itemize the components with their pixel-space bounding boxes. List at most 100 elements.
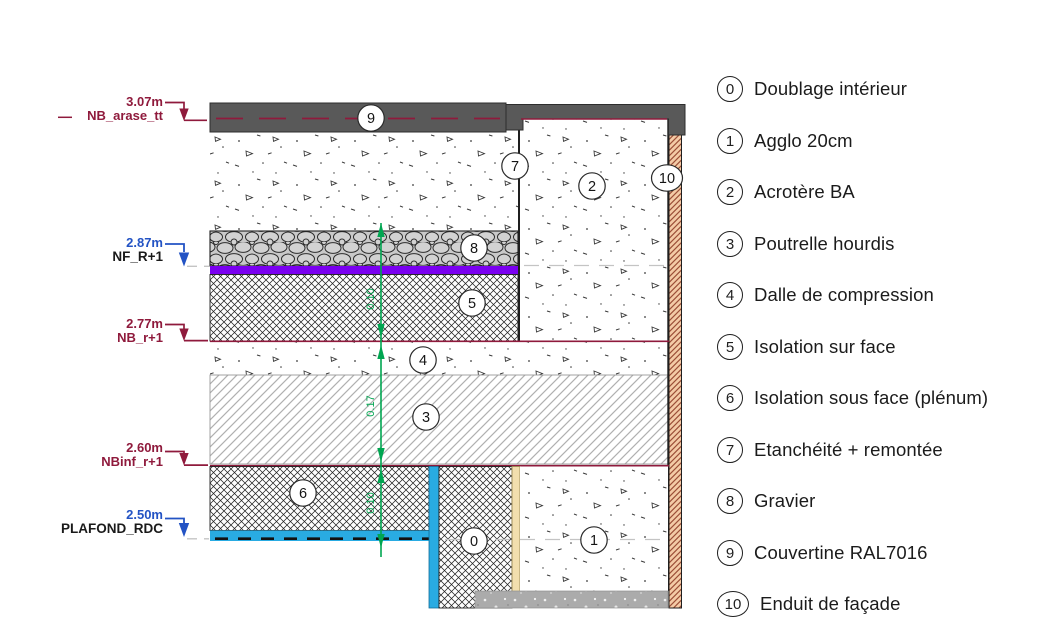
legend-label: Agglo 20cm [754, 130, 853, 151]
waterproofing-membrane [210, 266, 518, 275]
level-value: 2.77m [126, 316, 163, 331]
legend-number: 2 [725, 183, 735, 201]
coping-right-cap [505, 104, 686, 136]
legend-circle: 3 [717, 231, 743, 257]
level-marker-2-50: 2.50m PLAFOND_RDC [38, 507, 163, 537]
legend-label: Etanchéité + remontée [754, 439, 943, 460]
level-marker-3-07: 3.07m NB_arase_tt [38, 94, 163, 124]
legend-item-9: 9 Couvertine RAL7016 [717, 540, 928, 566]
legend-number: 5 [725, 338, 735, 356]
legend-circle: 6 [717, 385, 743, 411]
dim-arrow-down [377, 324, 385, 338]
dimension-value: 0.17 [365, 395, 377, 416]
callout-number: 4 [419, 353, 427, 369]
callout-number: 3 [422, 410, 430, 426]
callout-circle-8 [460, 234, 488, 262]
legend-circle: 2 [717, 179, 743, 205]
legend-number: 1 [725, 132, 735, 150]
legend-label: Couvertine RAL7016 [754, 542, 928, 563]
legend-circle: 7 [717, 437, 743, 463]
legend-item-0: 0 Doublage intérieur [717, 76, 907, 102]
callout-number: 9 [367, 111, 375, 127]
callout-number: 10 [659, 171, 675, 187]
level-label: NB_arase_tt [87, 108, 163, 124]
legend-number: 8 [725, 492, 735, 510]
legend-label: Isolation sous face (plénum) [754, 387, 989, 408]
level-arrow [179, 453, 189, 466]
legend-item-6: 6 Isolation sous face (plénum) [717, 385, 988, 411]
compression-slab-layer [210, 342, 669, 375]
legend-label: Acrotère BA [754, 181, 855, 202]
liner-strip [511, 466, 521, 592]
callout-number: 5 [468, 296, 476, 312]
level-value: 2.60m [126, 440, 163, 455]
level-arrow [178, 523, 190, 537]
dim-arrow-down [377, 534, 385, 548]
level-marker-2-87: 2.87m NF_R+1 [38, 235, 163, 265]
legend-number: 6 [725, 389, 735, 407]
callout-circle-1 [580, 526, 608, 554]
level-arrow [178, 252, 190, 267]
legend-number: 4 [725, 286, 735, 304]
dim-arrow-up [377, 223, 385, 237]
level-label: PLAFOND_RDC [60, 521, 163, 537]
legend-number: 7 [725, 441, 735, 459]
level-label: NB_r+1 [117, 330, 163, 346]
legend-circle: 10 [717, 591, 749, 617]
callout-circle-9 [357, 104, 385, 132]
facade-render-strip [668, 132, 682, 609]
callout-circle-4 [409, 346, 437, 374]
legend-item-7: 7 Etanchéité + remontée [717, 437, 943, 463]
legend-item-8: 8 Gravier [717, 488, 815, 514]
legend-label: Isolation sur face [754, 336, 896, 357]
callout-number: 2 [588, 179, 596, 195]
callout-circle-6 [289, 479, 317, 507]
legend-label: Gravier [754, 490, 816, 511]
roof-upper-zone [210, 131, 518, 231]
legend-item-5: 5 Isolation sur face [717, 334, 896, 360]
ceiling-band [210, 530, 439, 541]
legend-number: 9 [725, 544, 735, 562]
level-marker-2-77: 2.77m NB_r+1 [38, 316, 163, 346]
level-marker-arrows [165, 101, 209, 540]
legend-number: 0 [725, 80, 735, 98]
legend-number: 10 [724, 595, 742, 613]
dimension-value: 0.10 [365, 492, 377, 513]
level-arrow [179, 108, 189, 121]
callout-circle-7 [501, 152, 529, 180]
level-value: 2.50m [126, 507, 163, 522]
callout-bubbles: 9 7 2 10 8 5 4 3 6 0 1 [289, 104, 684, 555]
level-arrow [179, 328, 189, 341]
legend-circle: 5 [717, 334, 743, 360]
legend-label: Doublage intérieur [754, 78, 907, 99]
slab [209, 342, 670, 465]
callout-number: 8 [470, 241, 478, 257]
callout-circle-5 [458, 289, 486, 317]
legend-circle: 0 [717, 76, 743, 102]
legend-label: Dalle de compression [754, 284, 934, 305]
level-marker-2-60: 2.60m NBinf_r+1 [38, 440, 163, 469]
callout-number: 0 [470, 534, 478, 550]
legend-label: Poutrelle hourdis [754, 233, 895, 254]
level-label: NF_R+1 [112, 249, 163, 265]
dim-arrow-up [377, 345, 385, 359]
parapet-concrete [520, 119, 668, 342]
dimension-value: 0.10 [365, 288, 377, 309]
legend-item-3: 3 Poutrelle hourdis [717, 231, 895, 257]
level-value: 2.87m [126, 235, 163, 250]
legend-item-10: 10 Enduit de façade [717, 591, 900, 617]
callout-circle-3 [412, 403, 440, 431]
legend-number: 3 [725, 235, 735, 253]
dim-arrow-up [377, 469, 385, 483]
floor-band [474, 590, 669, 609]
dimension-chain: 0.10 0.17 0.10 [365, 223, 385, 557]
callout-number: 6 [299, 486, 307, 502]
legend-item-1: 1 Agglo 20cm [717, 128, 853, 154]
legend-item-4: 4 Dalle de compression [717, 282, 934, 308]
dim-arrow-down [377, 448, 385, 462]
plenum-upright [428, 466, 440, 609]
callout-circle-0 [460, 527, 488, 555]
legend-circle: 9 [717, 540, 743, 566]
